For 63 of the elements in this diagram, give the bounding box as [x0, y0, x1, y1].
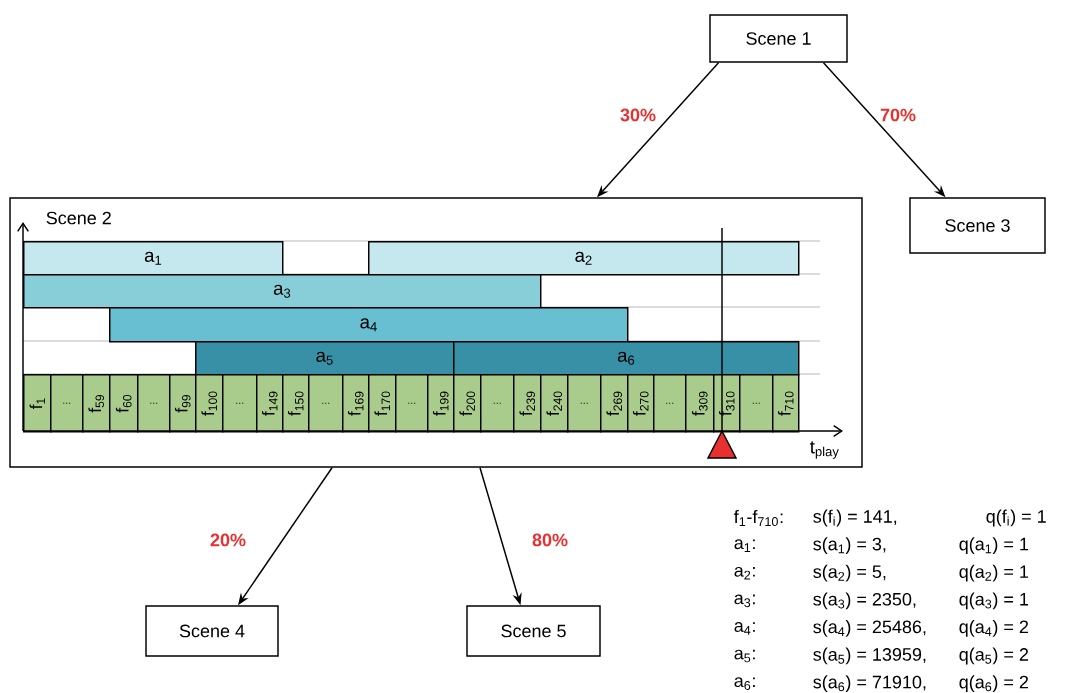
scene-box: Scene 4 [145, 605, 279, 657]
scene-box: Scene 5 [466, 605, 601, 657]
frame-cell: f$_{60}$ [109, 374, 139, 433]
frame-cell: ... [653, 374, 687, 433]
scene-box: Scene 1 [709, 14, 848, 63]
table-text: q(a$_{3}$) = 1 [959, 592, 1029, 610]
table-text: a$_{3}$: [734, 594, 755, 608]
edge-label: 20% [208, 532, 248, 548]
frame-cell: ... [308, 374, 344, 433]
frame-cell: f$_{100}$ [195, 374, 224, 433]
frame-cell: f$_{270}$ [627, 374, 655, 433]
table-text: q(a$_{6}$) = 2 [959, 675, 1029, 692]
table-text: s(a$_{4}$) = 25486, [813, 620, 926, 637]
scene-box: Scene 3 [909, 197, 1046, 254]
table-text: s(a$_{6}$) = 71910, [813, 675, 926, 692]
table-text: s(a$_{5}$) = 13959, [813, 647, 926, 665]
frame-cell: f$_{239}$ [513, 374, 542, 433]
audio-bar: a$_{2}$ [368, 241, 800, 276]
frame-cell: f$_{309}$ [685, 374, 715, 433]
audio-bar: a$_{3}$ [23, 274, 542, 309]
frame-cell: f$_{1}$ [23, 374, 52, 433]
edge-label: 30% [618, 107, 658, 123]
frame-cell: ... [480, 374, 515, 433]
frame-cell: f$_{199}$ [427, 374, 455, 433]
frame-cell: f$_{99}$ [169, 374, 197, 433]
frame-cell: f$_{310}$ [713, 374, 741, 433]
frame-cell: f$_{240}$ [540, 374, 569, 433]
frame-cell: f$_{200}$ [453, 374, 482, 433]
table-text: a$_{1}$: [734, 539, 755, 552]
table-text: q(f$_{i}$) = 1 [986, 509, 1046, 527]
frame-cell: f$_{169}$ [342, 374, 370, 433]
table-text: f$_{1}$-f$_{710}$: [734, 510, 783, 526]
table-text: a$_{5}$: [734, 649, 755, 663]
table-text: a$_{4}$: [734, 622, 755, 635]
edge-label: 80% [530, 532, 570, 548]
table-text: q(a$_{1}$) = 1 [959, 537, 1029, 554]
table-text: q(a$_{4}$) = 2 [959, 620, 1029, 637]
frame-cell: ... [739, 374, 774, 433]
frame-cell: ... [567, 374, 602, 433]
table-text: a$_{2}$: [734, 566, 755, 580]
frame-cell: ... [50, 374, 84, 433]
edge-label: 70% [878, 107, 918, 123]
audio-bar: a$_{1}$ [23, 241, 284, 276]
frame-cell: f$_{170}$ [368, 374, 397, 433]
frame-cell: ... [222, 374, 258, 433]
frame-cell: f$_{59}$ [82, 374, 111, 433]
table-text: q(a$_{2}$) = 1 [959, 564, 1029, 582]
frame-cell: ... [137, 374, 171, 433]
table-text: s(f$_{i}$) = 141, [813, 509, 897, 527]
audio-bar: a$_{5}$ [195, 341, 455, 376]
table-text: a$_{6}$: [734, 677, 755, 690]
frame-cell: f$_{149}$ [256, 374, 284, 433]
frame-cell: f$_{269}$ [600, 374, 629, 433]
table-text: q(a$_{5}$) = 2 [959, 647, 1029, 665]
axis-label: t$_{play}$ [810, 441, 839, 459]
table-text: s(a$_{2}$) = 5, [813, 564, 886, 582]
table-text: s(a$_{1}$) = 3, [813, 537, 886, 554]
frame-cell: f$_{710}$ [772, 374, 800, 433]
table-text: s(a$_{3}$) = 2350, [813, 592, 916, 610]
frame-cell: ... [395, 374, 429, 433]
audio-bar: a$_{6}$ [453, 341, 800, 376]
frame-cell: f$_{150}$ [282, 374, 310, 433]
audio-bar: a$_{4}$ [109, 307, 629, 343]
